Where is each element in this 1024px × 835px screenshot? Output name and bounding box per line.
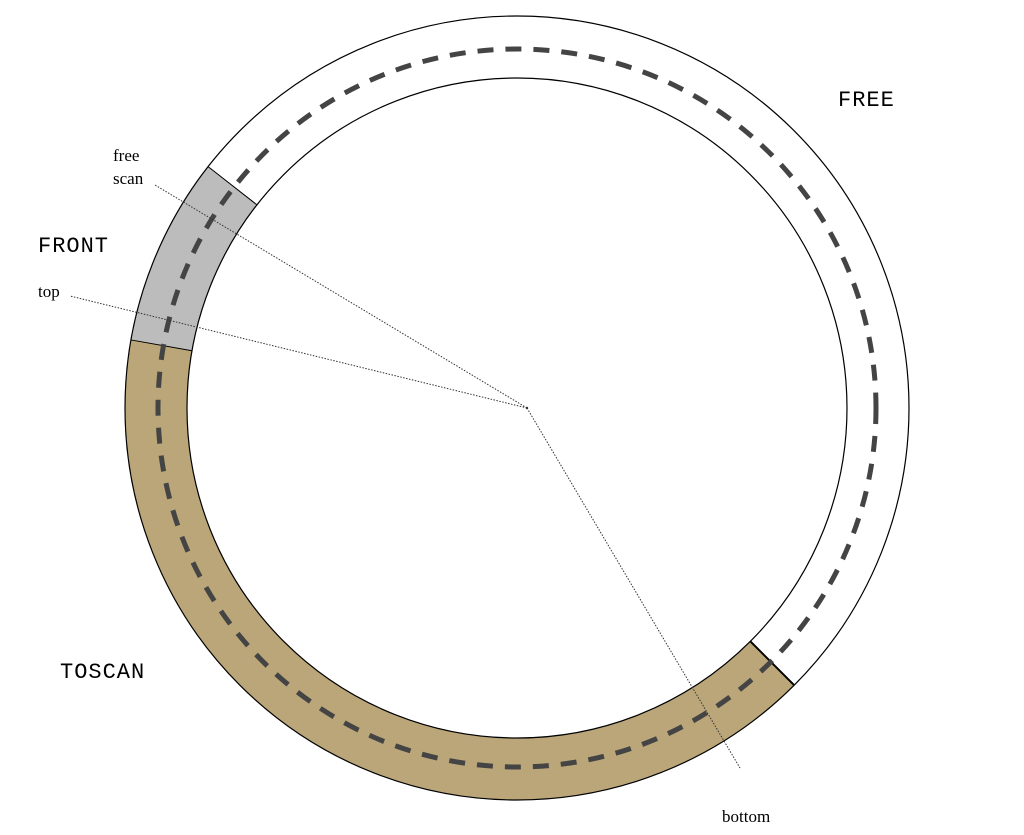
toscan-region-label: TOSCAN bbox=[60, 660, 145, 685]
front-region-label: FRONT bbox=[38, 234, 109, 259]
bottom-pointer-label: bottom bbox=[722, 807, 770, 826]
top-pointer-label: top bbox=[38, 282, 60, 301]
boundary-free-front bbox=[207, 166, 258, 206]
top-pointer-line bbox=[69, 295, 528, 409]
ring-outer-edge bbox=[124, 15, 910, 801]
ring-inner-edge bbox=[186, 77, 848, 739]
free-scan-label-line2: scan bbox=[113, 169, 144, 188]
center-point bbox=[525, 406, 529, 410]
ring-front-segment bbox=[130, 166, 257, 351]
free-scan-label-line1: free bbox=[113, 146, 139, 165]
bottom-pointer-line bbox=[526, 407, 741, 769]
free-region-label: FREE bbox=[838, 88, 895, 113]
dashed-track bbox=[155, 46, 879, 770]
ring-toscan-segment bbox=[125, 339, 795, 800]
free-scan-pointer-line bbox=[154, 184, 528, 409]
